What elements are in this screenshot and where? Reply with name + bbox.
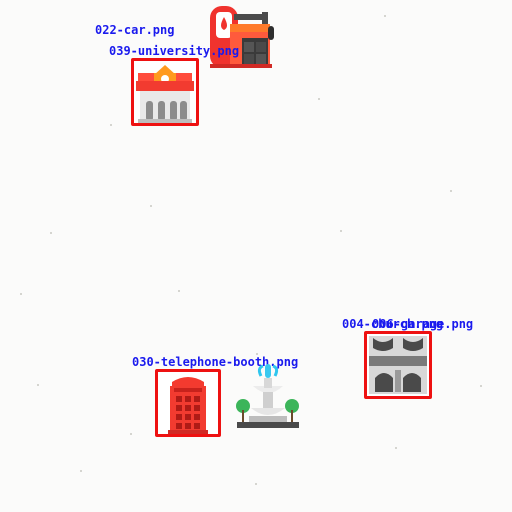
background-speck (178, 290, 180, 292)
detection-label: 030-telephone-booth.png (132, 355, 299, 369)
fountain-icon (235, 364, 301, 432)
background-speck (450, 190, 452, 192)
background-speck (318, 98, 320, 100)
background-speck (80, 470, 82, 472)
telephone-booth-icon (158, 372, 218, 434)
gas-station-icon (208, 4, 276, 70)
background-speck (384, 15, 386, 17)
background-speck (50, 232, 52, 234)
bounding-box (364, 331, 432, 399)
background-speck (110, 124, 112, 126)
church-icon (367, 334, 429, 396)
bounding-box (131, 58, 199, 126)
detection-label: 039-university.png (109, 44, 240, 58)
detection-label: 022-car.png (95, 23, 175, 37)
background-speck (150, 205, 152, 207)
detection-label: 006-garage.png (372, 317, 474, 331)
background-speck (256, 353, 258, 355)
background-speck (20, 293, 22, 295)
background-speck (480, 385, 482, 387)
bounding-box (155, 369, 221, 437)
background-speck (340, 230, 342, 232)
background-speck (255, 483, 257, 485)
detection-label: 004-church.png (342, 317, 444, 331)
background-speck (37, 384, 39, 386)
background-speck (130, 433, 132, 435)
university-icon (134, 61, 196, 123)
background-speck (395, 447, 397, 449)
